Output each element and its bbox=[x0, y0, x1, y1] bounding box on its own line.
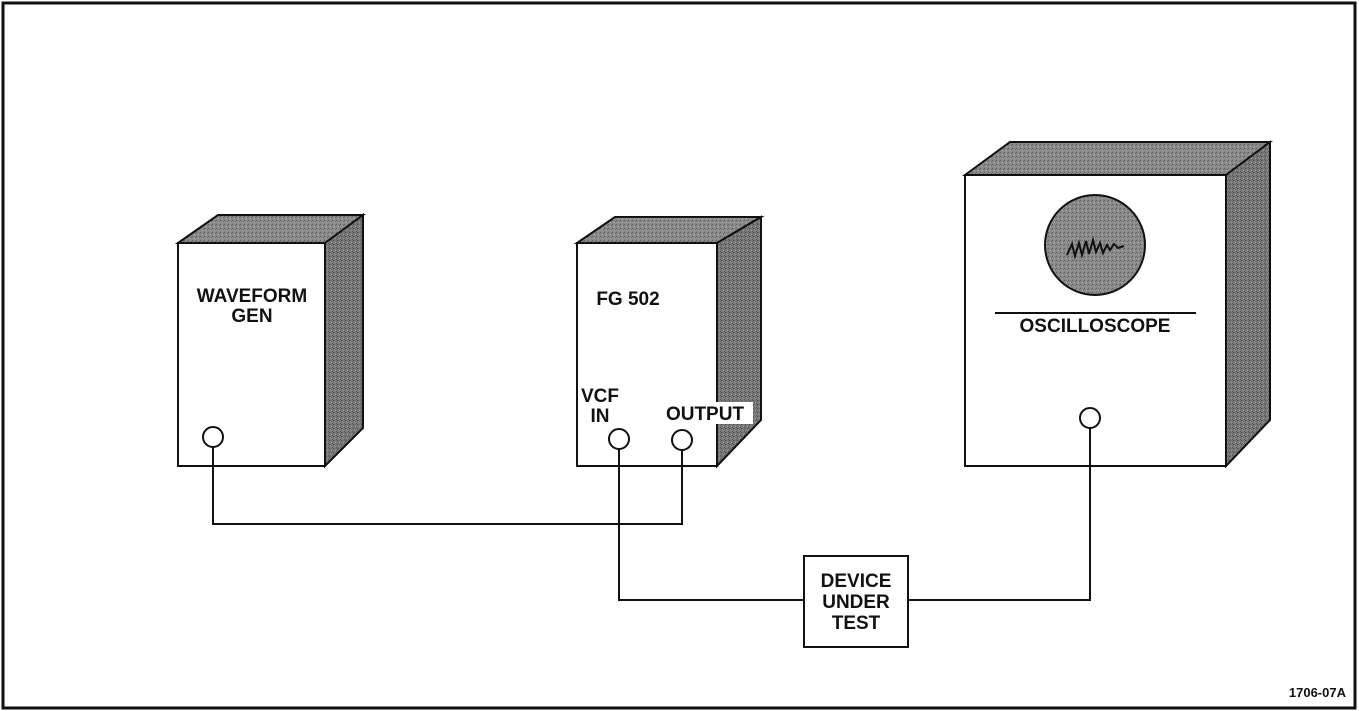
fg502-instrument: FG 502 VCF IN OUTPUT bbox=[573, 215, 765, 469]
waveform-gen-output-connector bbox=[202, 426, 224, 448]
oscilloscope-top-face bbox=[961, 141, 1273, 176]
fg502-output-connector bbox=[671, 429, 693, 451]
dut-label-line1: DEVICE bbox=[821, 571, 892, 592]
oscilloscope-title: OSCILLOSCOPE bbox=[1020, 316, 1171, 337]
waveform-gen-label-line2: GEN bbox=[231, 306, 272, 327]
oscilloscope-waveform-trace bbox=[1066, 236, 1125, 260]
fg502-output-label: OUTPUT bbox=[666, 404, 745, 425]
fg502-vcf-in-connector bbox=[608, 428, 630, 450]
fg502-front-face bbox=[576, 242, 718, 467]
oscilloscope-input-connector bbox=[1079, 407, 1101, 429]
waveform-gen-side-face bbox=[324, 213, 364, 469]
cable-dut-to-oscilloscope bbox=[908, 428, 1091, 601]
oscilloscope-instrument: OSCILLOSCOPE bbox=[961, 140, 1273, 469]
oscilloscope-side-face bbox=[1225, 140, 1271, 469]
waveform-gen-label-line1: WAVEFORM bbox=[197, 286, 307, 307]
fg502-title: FG 502 bbox=[596, 289, 659, 310]
waveform-gen-front-face bbox=[177, 242, 326, 467]
device-under-test: DEVICE UNDER TEST bbox=[803, 555, 909, 648]
fg502-output-label-backing bbox=[657, 402, 753, 424]
cable-fg502-vcf-to-dut bbox=[618, 449, 804, 601]
dut-label-line2: UNDER bbox=[822, 592, 890, 613]
cable-waveform-gen-to-fg502-output bbox=[212, 447, 683, 525]
dut-label-line3: TEST bbox=[832, 613, 881, 634]
figure-id: 1706-07A bbox=[1289, 685, 1347, 700]
fg502-vcf-label-line2: IN bbox=[591, 406, 610, 427]
dut-box bbox=[803, 555, 909, 648]
fg502-vcf-label-line1: VCF bbox=[581, 386, 619, 407]
waveform-gen-instrument: WAVEFORM GEN bbox=[174, 213, 367, 469]
